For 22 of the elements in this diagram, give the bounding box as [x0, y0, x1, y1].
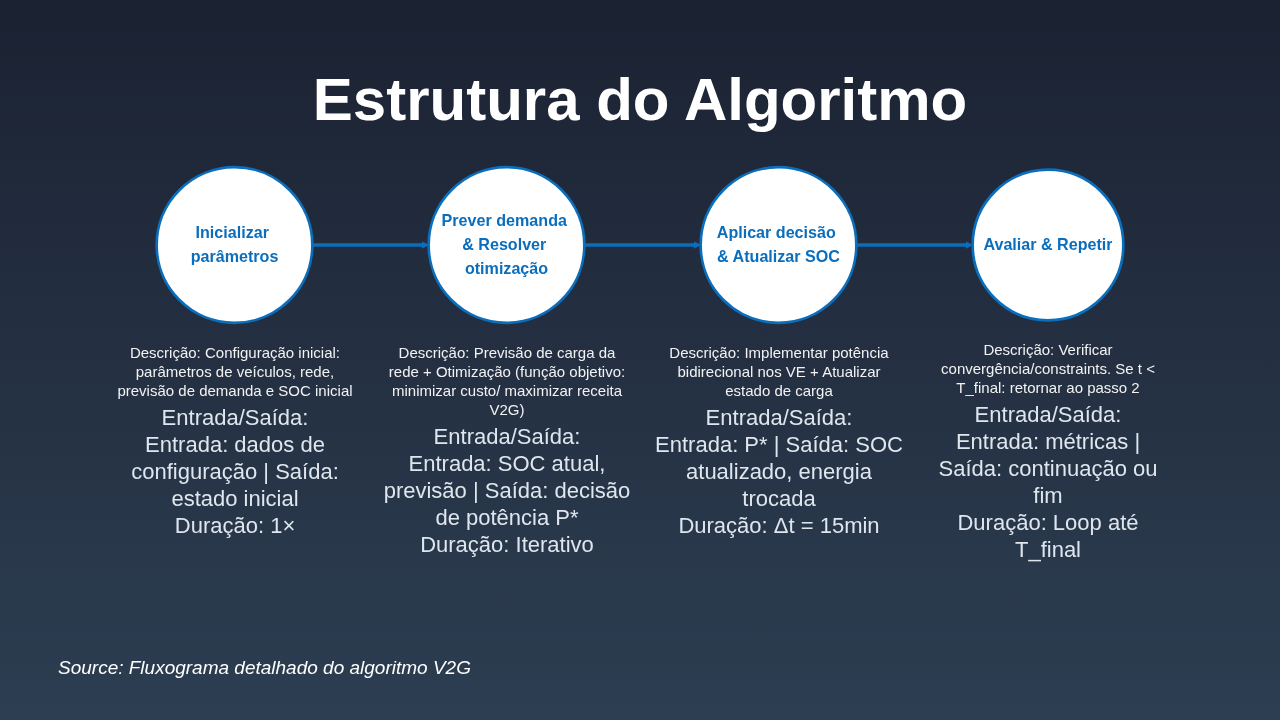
io-heading: Entrada/Saída: — [160, 404, 310, 431]
node-circle: Inicializar parâmetros — [155, 165, 314, 325]
duration-text: Duração: Loop até T_final — [956, 509, 1140, 563]
node-circle: Avaliar & Repetir — [971, 168, 1125, 322]
io-heading: Entrada/Saída: — [973, 401, 1123, 428]
source-caption: Source: Fluxograma detalhado do algoritmo V2G — [58, 657, 471, 678]
description-text: Descrição: Verificar convergência/constraints. Se t < T_final: retornar ao passo 2 — [940, 340, 1156, 397]
io-heading: Entrada/Saída: — [704, 404, 854, 431]
io-heading: Entrada/Saída: — [432, 423, 582, 450]
node-circle: Prever demanda & Resolver otimização — [427, 165, 586, 325]
description-text: Descrição: Implementar potência bidirecional nos VE + Atualizar estado de carga — [668, 343, 890, 400]
duration-text: Duração: 1× — [173, 512, 297, 539]
description-text: Descrição: Previsão de carga da rede + Otimização (função objetivo: minimizar custo/ maximizar receita V2G) — [387, 343, 627, 419]
io-text: Entrada: P* | Saída: SOC atualizado, energia trocada — [654, 431, 904, 512]
node-circle: Aplicar decisão & Atualizar SOC — [699, 165, 858, 325]
diagram-title: Estrutura do Algoritmo — [312, 66, 968, 133]
io-text: Entrada: SOC atual, previsão | Saída: decisão de potência P* — [382, 450, 632, 531]
duration-text: Duração: Δt = 15min — [677, 512, 881, 539]
io-text: Entrada: dados de configuração | Saída: estado inicial — [130, 431, 340, 512]
description-text: Descrição: Configuração inicial: parâmetros de veículos, rede, previsão de demanda e SOC inicial — [116, 343, 354, 400]
io-text: Entrada: métricas | Saída: continuação ou fim — [937, 428, 1159, 509]
duration-text: Duração: Iterativo — [419, 531, 595, 558]
